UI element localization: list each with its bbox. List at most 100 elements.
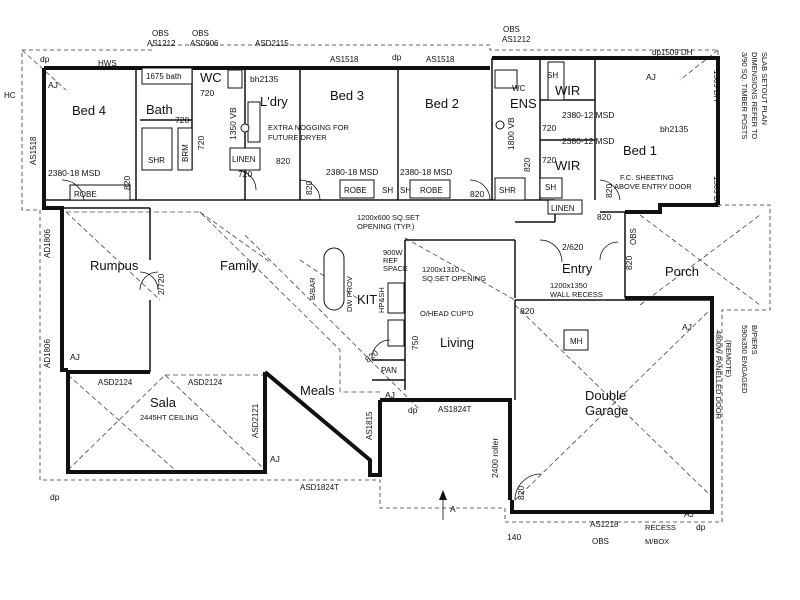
dim-140: 140 — [507, 532, 521, 542]
window-as1518-bed2: AS1518 — [426, 55, 455, 64]
label-sh-wir: SH — [545, 183, 556, 192]
notes: EXTRA NOGGING FOR FUTURE DRYER 1200x600 … — [140, 52, 769, 546]
dim-720-wc: 720 — [200, 88, 214, 98]
room-porch: Porch — [665, 264, 699, 279]
dim-2720: 2/720 — [156, 273, 166, 295]
room-labels: Bed 4 Bath WC L'dry Bed 3 Bed 2 ENS WIR … — [72, 70, 699, 418]
robe-bed4-box — [69, 184, 131, 201]
label-linen-entry: LINEN — [551, 204, 575, 213]
dim-aj4: AJ — [270, 454, 280, 464]
window-as1218-garage: AS1218 — [590, 520, 619, 529]
note-living-opening-1: 1200x1310 — [422, 265, 459, 274]
room-bed1: Bed 1 — [623, 143, 657, 158]
note-timber-posts-2: DIMENSIONS REFER TO — [750, 52, 759, 139]
dim-2620: 2/620 — [562, 242, 584, 252]
room-wc: WC — [200, 70, 222, 85]
dim-720-brm: 720 — [196, 136, 206, 150]
dim-dp1: dp — [40, 54, 50, 64]
dim-aj6: AJ — [682, 322, 692, 332]
north-arrow-label: A — [450, 504, 456, 514]
bath-shower — [141, 127, 173, 171]
room-garage-line2: Garage — [585, 403, 628, 418]
window-as1212-ens: AS1212 — [502, 35, 531, 44]
door-swings — [61, 169, 621, 501]
window-asd2124-right: ASD2124 — [188, 378, 223, 387]
label-robe-bed2: ROBE — [420, 186, 443, 195]
room-bed2: Bed 2 — [425, 96, 459, 111]
dim-820-ens: 820 — [522, 158, 532, 172]
room-bed4: Bed 4 — [72, 103, 106, 118]
label-sh-bed3: SH — [382, 186, 393, 195]
note-timber-posts-3: SLAB SETOUT PLAN — [760, 52, 769, 125]
dimension-labels: 720 bh2135 1350 VB 720 720 2380-18 MSD 2… — [40, 52, 706, 542]
bathtub — [141, 67, 193, 85]
note-fridge-1: 900W — [383, 248, 404, 257]
window-asd2121: ASD2121 — [251, 403, 260, 438]
dim-aj2: AJ — [646, 72, 656, 82]
label-wc-ens: WC — [512, 84, 526, 93]
dim-820-bed3: 820 — [304, 181, 314, 195]
label-robe-bed4: ROBE — [74, 190, 97, 199]
window-obs1: OBS — [152, 29, 169, 38]
dim-820-entry: 820 — [624, 256, 634, 270]
room-laundry: L'dry — [260, 94, 288, 109]
window-dh-right2: 1509 DH — [712, 176, 721, 208]
robe-bed3 — [339, 179, 375, 199]
window-obs-porch: OBS — [629, 228, 638, 245]
room-garage-line1: Double — [585, 388, 626, 403]
internal-walls — [44, 58, 712, 400]
dim-dp2: dp — [392, 52, 402, 62]
dim-820-living: 820 — [520, 306, 534, 316]
linen-cupboard — [229, 147, 261, 171]
room-meals: Meals — [300, 383, 335, 398]
manhole — [563, 329, 589, 351]
dim-aj3: AJ — [70, 352, 80, 362]
room-wir-top: WIR — [555, 83, 580, 98]
pantry-cupboard — [387, 319, 405, 347]
window-dp1509-dh: dp1509 DH — [652, 48, 693, 57]
note-bar: B/BAR — [308, 277, 317, 300]
dim-820-bed4: 820 — [122, 176, 132, 190]
dim-720-bath: 720 — [175, 115, 189, 125]
window-asd2124-left: ASD2124 — [98, 378, 133, 387]
dim-aj1: AJ — [48, 80, 58, 90]
room-ens: ENS — [510, 96, 537, 111]
ensuite-shower — [494, 177, 526, 201]
note-set-opening-1: 1200x600 SQ.SET — [357, 213, 420, 222]
room-sala: Sala — [150, 395, 177, 410]
dim-720-linen: 720 — [238, 169, 252, 179]
window-obs2: OBS — [192, 29, 209, 38]
dim-2400-roller: 2400 roller — [490, 438, 500, 478]
dim-720-wir: 720 — [542, 155, 556, 165]
label-sh-ens: SH — [547, 71, 558, 80]
note-head-cup: O/HEAD CUP'D — [420, 309, 474, 318]
dim-2380-18msd-bed3: 2380-18 MSD — [326, 167, 378, 177]
ens-wir-shelf — [547, 61, 565, 101]
note-living-opening-2: SQ.SET OPENING — [422, 274, 486, 283]
window-labels: OBS AS1212 OBS AS0906 ASD2115 AS1518 AS1… — [29, 25, 721, 546]
room-wir-bottom: WIR — [555, 158, 580, 173]
dim-820-pan: 820 — [363, 348, 381, 365]
note-mbox: M/BOX — [645, 537, 669, 546]
window-as0906: AS0906 — [190, 39, 219, 48]
room-rumpus: Rumpus — [90, 258, 139, 273]
dim-aj5: AJ — [385, 390, 395, 400]
fixture-labels: SHR SHR BRM LINEN LINEN ROBE ROBE ROBE S… — [4, 59, 583, 375]
dim-dp5: dp — [696, 522, 706, 532]
window-dh-right: 1509 DH — [712, 70, 721, 102]
label-shr-ens: SHR — [499, 186, 516, 195]
dim-1350vb: 1350 VB — [228, 107, 238, 140]
bathroom-vanity — [177, 127, 193, 171]
dim-820-garage: 820 — [516, 486, 526, 500]
ensuite-toilet — [494, 69, 518, 89]
note-fc-sheeting-1: F.C. SHEETING — [620, 173, 674, 182]
room-living: Living — [440, 335, 474, 350]
window-asd1824t-bottom: ASD1824T — [300, 483, 339, 492]
note-garage-door-2: (REMOTE) — [724, 340, 733, 378]
note-dw-prov: DW PROV — [345, 276, 354, 312]
dim-750: 750 — [410, 336, 420, 350]
room-kit: KIT — [357, 292, 377, 307]
label-bath-size: 1675 bath — [146, 72, 182, 81]
note-piers-1: 590x350 ENGAGED — [740, 325, 749, 394]
